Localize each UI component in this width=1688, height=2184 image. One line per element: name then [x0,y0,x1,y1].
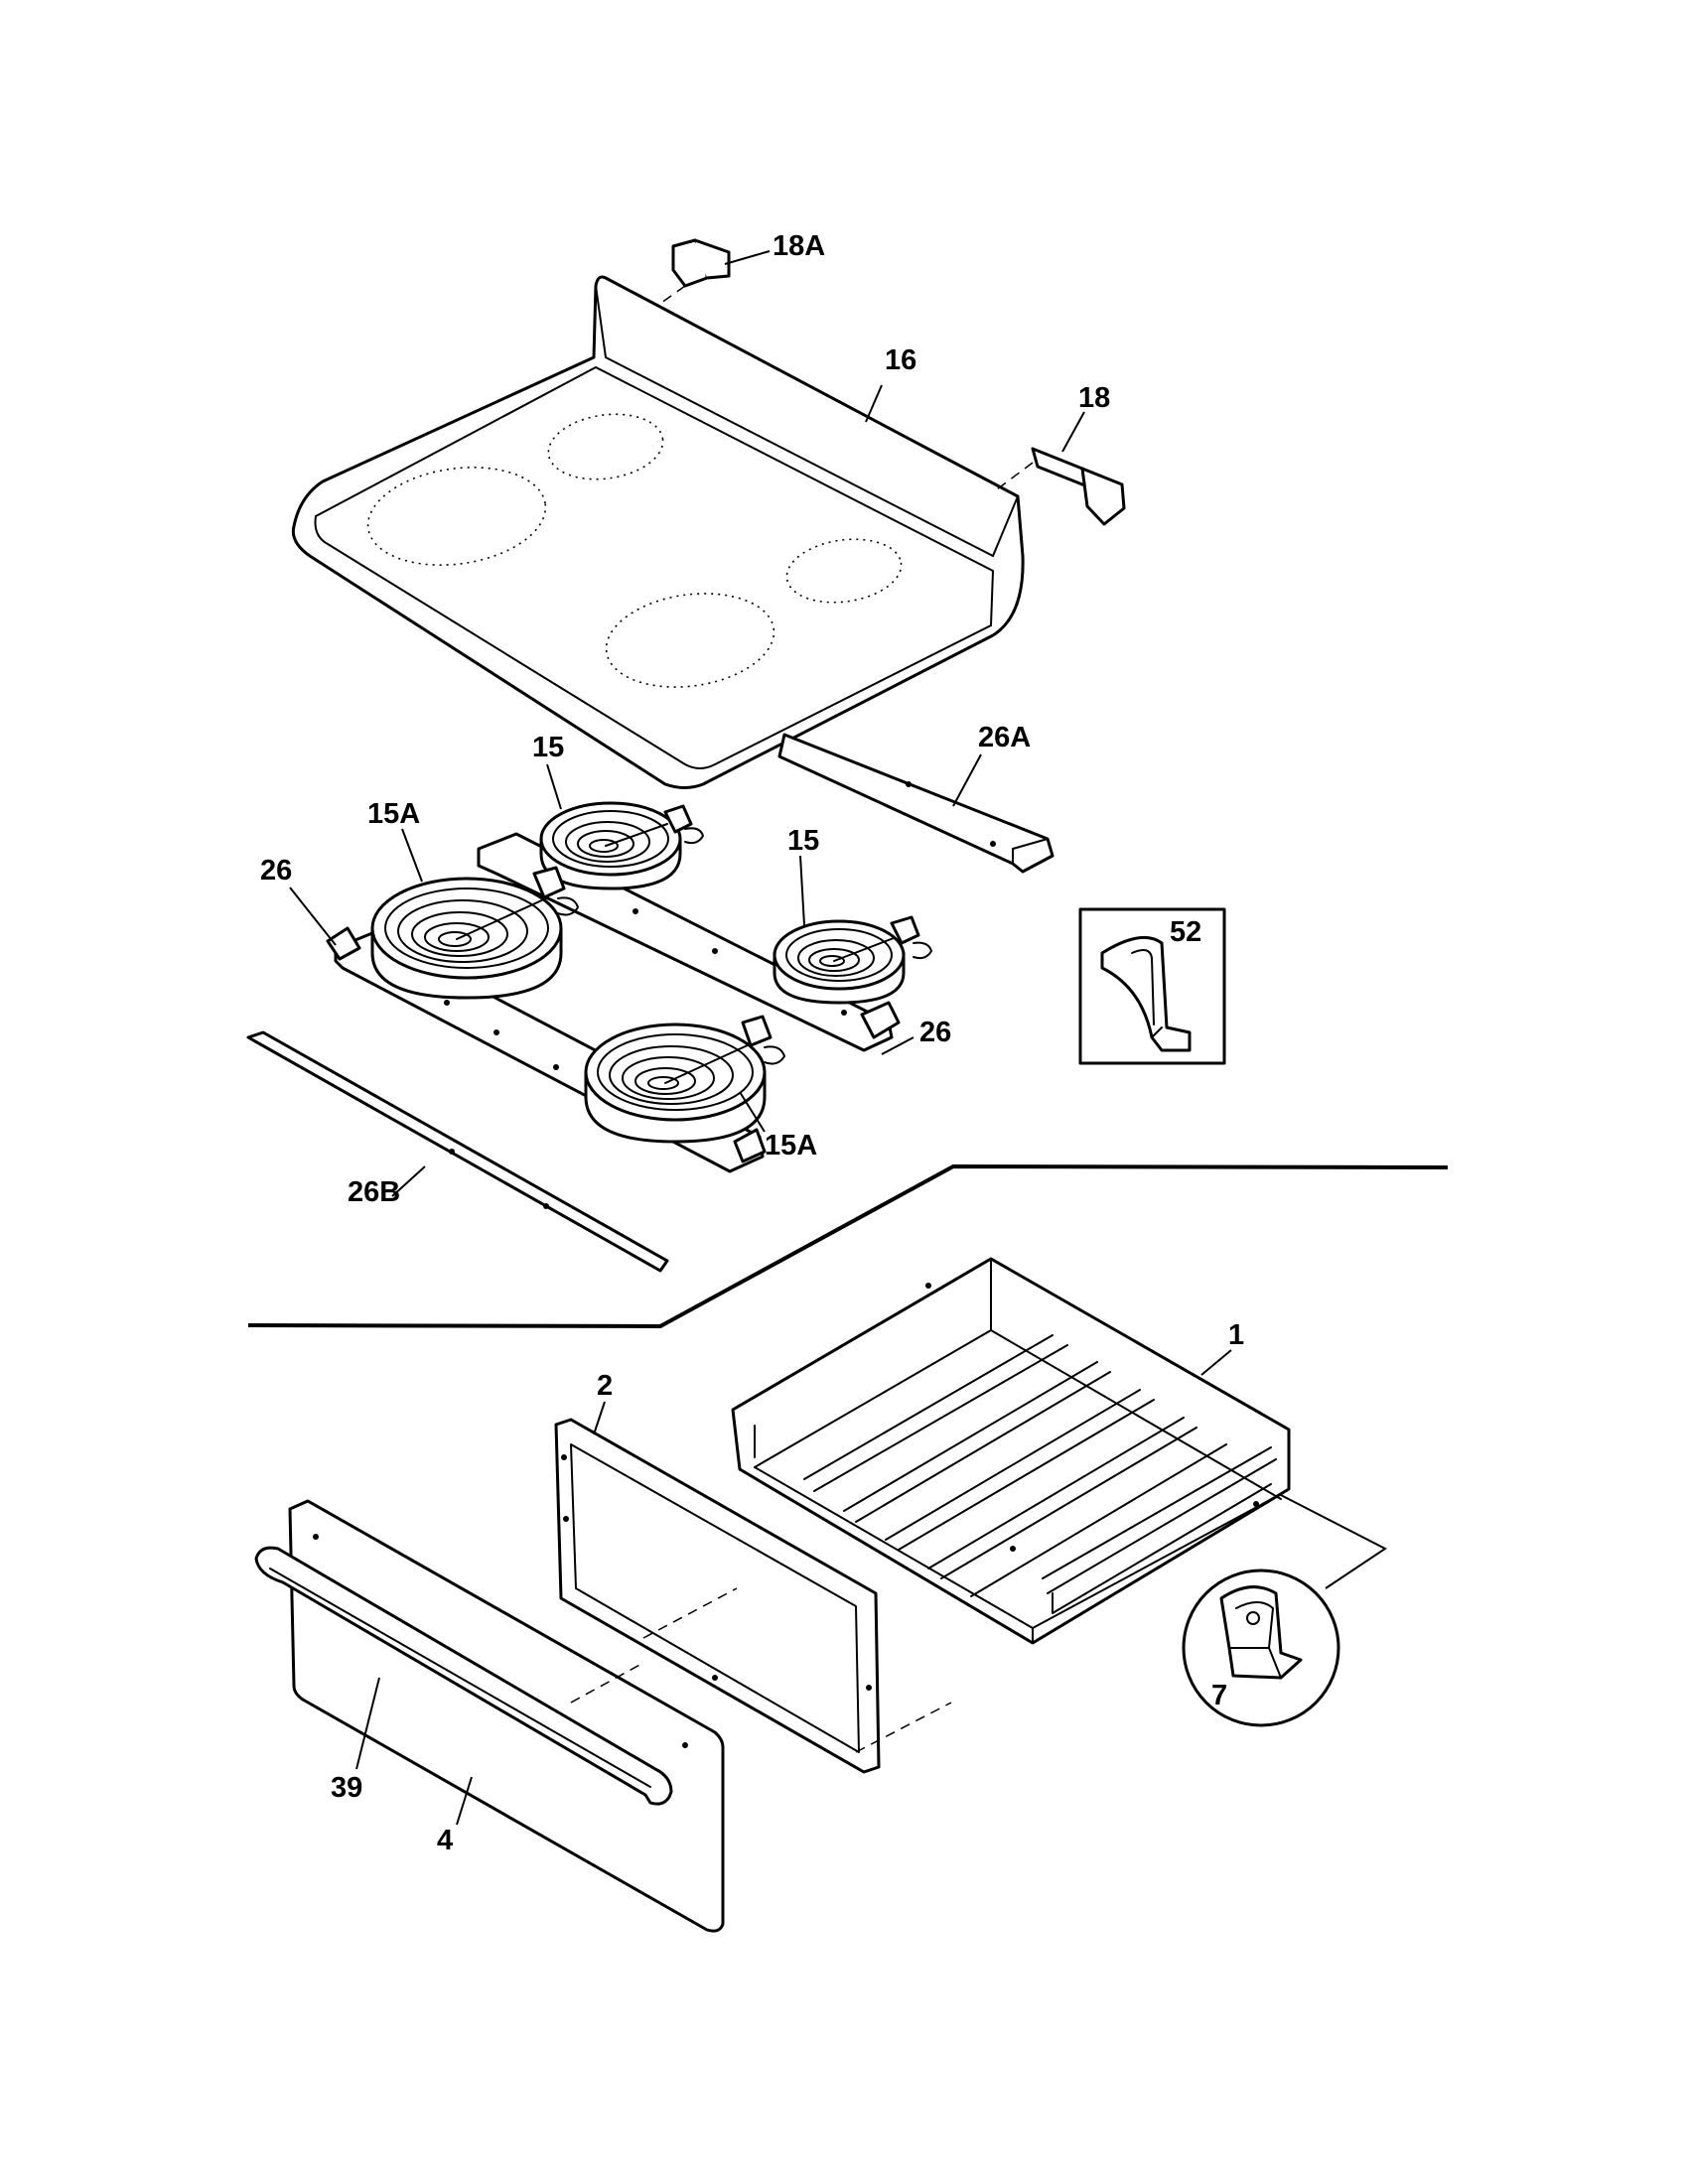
support-rail-26a [777,733,1055,874]
callout-15-top: 15 [532,732,564,763]
alignment-line-lower [855,1702,952,1753]
callout-26-left: 26 [260,855,292,887]
drawer-front-4 [288,1499,725,1933]
callout-26-right: 26 [919,1017,951,1048]
callout-26b: 26B [348,1176,400,1208]
surface-element-15a-front [584,1015,785,1144]
callout-7: 7 [1211,1680,1227,1711]
leader-lines [289,250,1232,1826]
callout-18: 18 [1078,382,1110,414]
drawer-handle-39 [254,1546,673,1806]
callout-18a: 18A [773,230,825,262]
callout-26a: 26A [978,722,1031,753]
callout-15a-bottom: 15A [765,1130,817,1161]
surface-element-15-right [773,915,932,1005]
detail-circle-7 [1182,1493,1387,1727]
surface-element-15-rear [539,801,704,890]
callout-52: 52 [1170,916,1201,948]
callout-39: 39 [331,1772,362,1804]
callout-2: 2 [597,1370,613,1402]
section-divider [247,1163,1449,1329]
drawer-panel-2 [554,1418,881,1774]
bracket-18a [639,238,731,319]
callout-1: 1 [1228,1319,1244,1351]
surface-element-15a-left [370,866,579,1000]
callout-4: 4 [437,1825,453,1856]
trim-strip-26b [246,1030,669,1273]
inset-box-52 [1078,907,1226,1065]
callout-15-right: 15 [787,825,819,857]
alignment-line-upper [642,1587,738,1639]
callout-labels: 18A 16 18 26A 15 15A 15 52 26 26 15A 26B… [260,230,1244,1856]
bracket-18 [992,447,1126,526]
callout-16: 16 [885,344,916,376]
alignment-line-front [570,1662,644,1704]
callout-15a-left: 15A [367,798,420,830]
drawer-body-1 [731,1257,1291,1645]
cooktop-16 [291,275,1025,789]
